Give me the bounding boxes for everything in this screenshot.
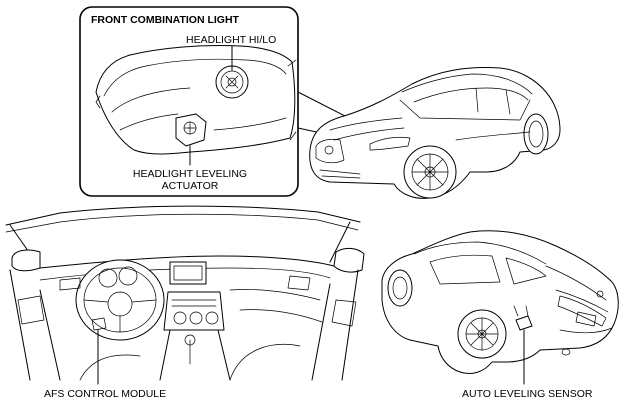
inset-title: FRONT COMBINATION LIGHT [91, 14, 239, 26]
headlight-leveling-label-line2: ACTUATOR [161, 180, 219, 192]
car-front-three-quarter-icon [309, 67, 561, 199]
dashboard-interior-icon [5, 205, 365, 385]
auto-leveling-sensor-label: AUTO LEVELING SENSOR [462, 388, 593, 400]
headlight-hi-lo-label: HEADLIGHT HI/LO [186, 34, 277, 46]
headlight-assembly-icon [95, 44, 297, 166]
headlight-leveling-label-line1: HEADLIGHT LEVELING [132, 168, 248, 180]
afs-control-module-label: AFS CONTROL MODULE [44, 388, 167, 400]
car-rear-three-quarter-icon [381, 230, 619, 385]
headlight-leveling-actuator-label: HEADLIGHT LEVELING ACTUATOR [130, 168, 250, 192]
